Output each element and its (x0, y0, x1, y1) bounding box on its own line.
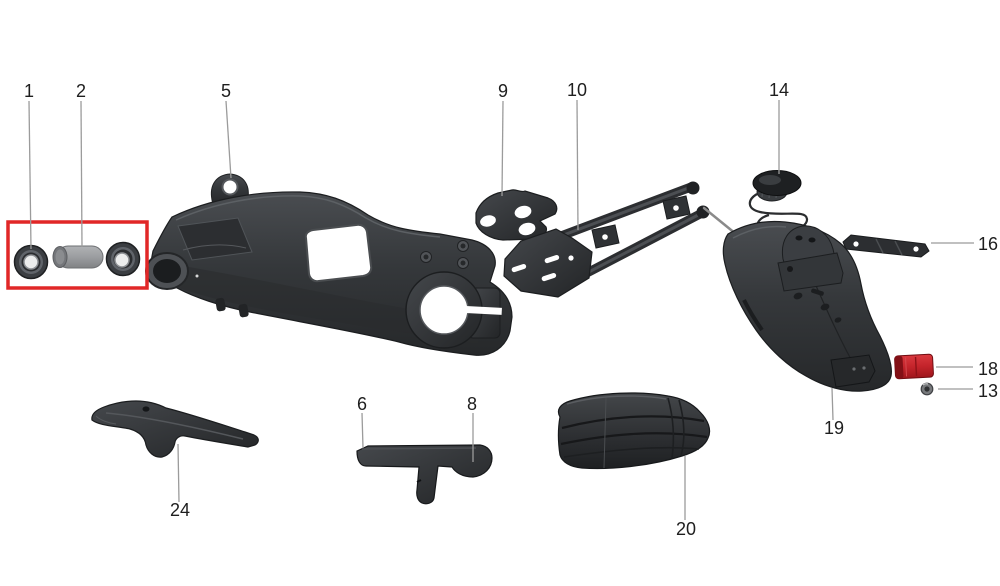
rack-slot (544, 255, 560, 264)
rack-plate (503, 228, 593, 298)
chain-cover-ridge (105, 412, 244, 440)
callout-19: 19 (824, 418, 844, 438)
swingarm-pivot-bore (153, 259, 181, 283)
callout-14: 14 (769, 80, 789, 100)
callout-5: 5 (221, 81, 231, 101)
bearing-kit-group (6, 220, 149, 290)
seat-groove (561, 415, 705, 430)
chain-cover-body (91, 400, 259, 458)
bracket-hole (514, 205, 532, 219)
bearing-right (105, 241, 141, 277)
bracket-hole (518, 222, 536, 236)
fender-hole (795, 235, 803, 241)
cap-top-highlight (759, 175, 781, 185)
highlight-box (6, 220, 149, 290)
swingarm-nub (238, 303, 249, 318)
leader-2 (80, 100, 83, 248)
rear-fender (722, 220, 893, 392)
leader-lines (28, 99, 974, 520)
callout-9: 9 (498, 81, 508, 101)
seat-groove (563, 446, 700, 458)
callout-1: 1 (24, 81, 34, 101)
callout-labels: 1 2 5 9 10 14 16 18 13 19 24 6 8 20 (24, 80, 998, 539)
callout-16: 16 (978, 234, 998, 254)
red-reflector (894, 353, 934, 380)
axle-pin (702, 206, 738, 236)
strip-hole (853, 241, 859, 247)
chain-guide (356, 444, 493, 505)
callout-6: 6 (357, 394, 367, 414)
chain-cover-hole (142, 406, 150, 412)
leader-24 (177, 443, 180, 503)
callout-24: 24 (170, 500, 190, 520)
swingarm-shadow (158, 262, 480, 344)
rack-tube-end-cap (686, 181, 700, 195)
leader-9 (501, 100, 504, 197)
spacer-tube (52, 245, 104, 269)
chain-cover (91, 400, 259, 458)
callout-18: 18 (978, 359, 998, 379)
chain-guide-body (356, 444, 493, 505)
fender-reflector-mount (830, 354, 876, 388)
swingarm-tab-hole (221, 178, 239, 196)
swingarm-bolts (420, 240, 469, 269)
bearing-left (13, 244, 49, 280)
leader-19 (831, 387, 834, 421)
seat-groove (560, 432, 708, 446)
seat-crease (678, 399, 685, 457)
rack-slot (541, 273, 557, 282)
swingarm-clamp-bore (419, 285, 469, 335)
fender-bracket-plate (777, 252, 844, 292)
callout-10: 10 (567, 80, 587, 100)
mount-strip (842, 234, 930, 258)
leader-10 (576, 99, 579, 231)
seat-seam (603, 397, 607, 469)
leader-1 (28, 100, 32, 250)
callout-13: 13 (978, 381, 998, 401)
seat-pad (557, 392, 711, 470)
swingarm-nub (215, 297, 226, 312)
seat-crease (667, 397, 675, 459)
port-cap-with-lanyard (748, 170, 809, 235)
leader-6 (361, 412, 364, 449)
flange-nut (920, 382, 934, 396)
swingarm-clamp-slit (465, 306, 502, 315)
callout-20: 20 (676, 519, 696, 539)
swingarm-ridge (175, 195, 441, 238)
rear-rack-frame (503, 181, 738, 298)
seat-pad-body (557, 392, 711, 470)
bracket-hole (480, 215, 496, 227)
strip-hole (913, 246, 919, 252)
fender-body (722, 220, 893, 392)
swingarm-pocket (177, 217, 253, 261)
fender-hole (808, 237, 816, 243)
fender-edge-notch (742, 299, 764, 332)
leader-5 (225, 100, 232, 179)
fender-screw (787, 266, 793, 272)
swingarm-part (145, 173, 513, 356)
swingarm-window-hole (304, 223, 373, 283)
reflector-left-stripe (894, 355, 904, 379)
rack-slot (511, 264, 527, 273)
callout-2: 2 (76, 81, 86, 101)
mount-bracket-plate (475, 189, 558, 241)
callout-8: 8 (467, 394, 477, 414)
rack-hole (568, 255, 574, 261)
